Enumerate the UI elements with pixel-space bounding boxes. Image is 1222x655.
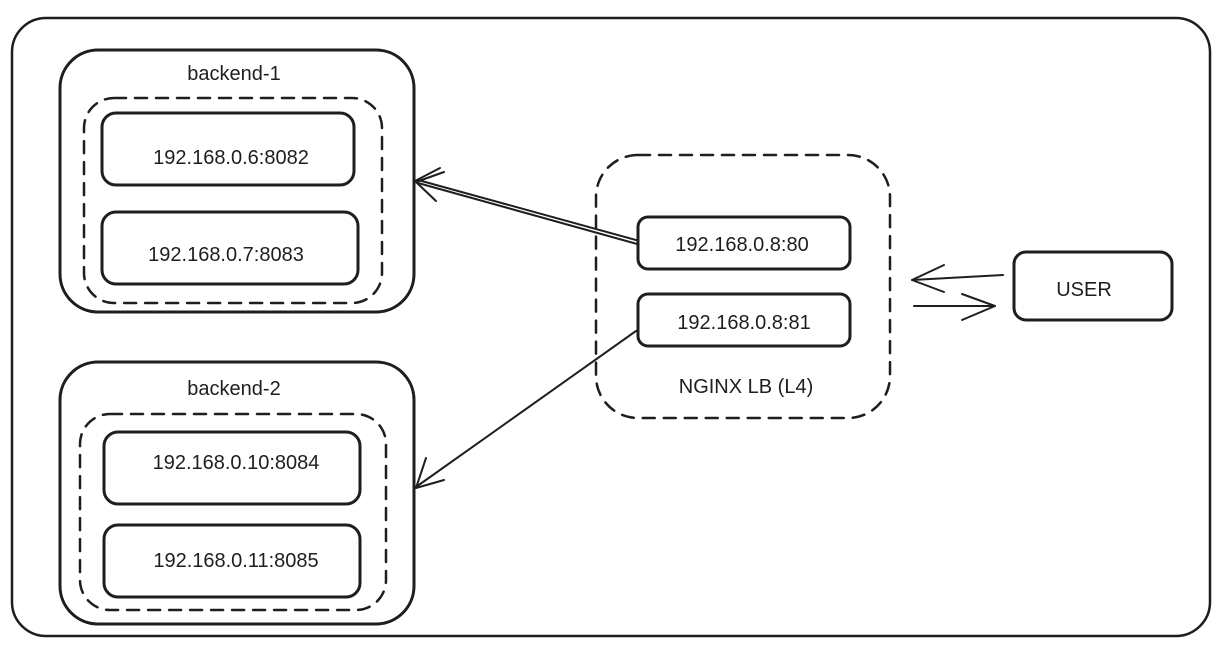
user-box	[1012, 250, 1174, 322]
server-box-2	[100, 210, 360, 286]
arrow-lb81-to-backend2	[415, 330, 637, 489]
arrow-lb-to-user	[913, 293, 996, 321]
server-address-1: 192.168.0.6:8082	[153, 147, 309, 169]
backend-2-title: backend-2	[187, 378, 280, 400]
server-address-3: 192.168.0.10:8084	[153, 452, 320, 474]
server-box-3	[102, 430, 362, 506]
load-balancer-group: 192.168.0.8:80 192.168.0.8:81 NGINX LB (…	[594, 153, 892, 420]
outer-container	[10, 16, 1212, 638]
user-node: USER	[1012, 250, 1174, 322]
arrow-head-backend1	[414, 167, 441, 182]
server-box-1	[100, 111, 356, 187]
backend-1-dashed-pool	[82, 96, 384, 305]
load-balancer-title: NGINX LB (L4)	[679, 376, 813, 398]
lb-port-address-81: 192.168.0.8:81	[677, 312, 810, 334]
lb-port-box-80	[636, 215, 852, 271]
server-box-4	[102, 523, 362, 599]
backend-2-group: backend-2 192.168.0.10:8084 192.168.0.11…	[58, 360, 416, 626]
arrow-user-to-lb	[911, 264, 1004, 293]
server-address-2: 192.168.0.7:8083	[148, 244, 304, 266]
user-label: USER	[1056, 279, 1112, 301]
backend-2-dashed-pool	[78, 412, 388, 612]
load-balancer-dashed-frame	[594, 153, 892, 420]
lb-port-box-81	[636, 292, 852, 348]
backend-1-group: backend-1 192.168.0.6:8082 192.168.0.7:8…	[58, 48, 416, 314]
arrow-lb80-to-backend1	[414, 167, 638, 245]
server-address-4: 192.168.0.11:8085	[153, 550, 318, 572]
backend-1-frame	[58, 48, 416, 314]
backend-2-frame	[58, 360, 416, 626]
backend-1-title: backend-1	[187, 63, 280, 85]
lb-port-address-80: 192.168.0.8:80	[675, 234, 808, 256]
